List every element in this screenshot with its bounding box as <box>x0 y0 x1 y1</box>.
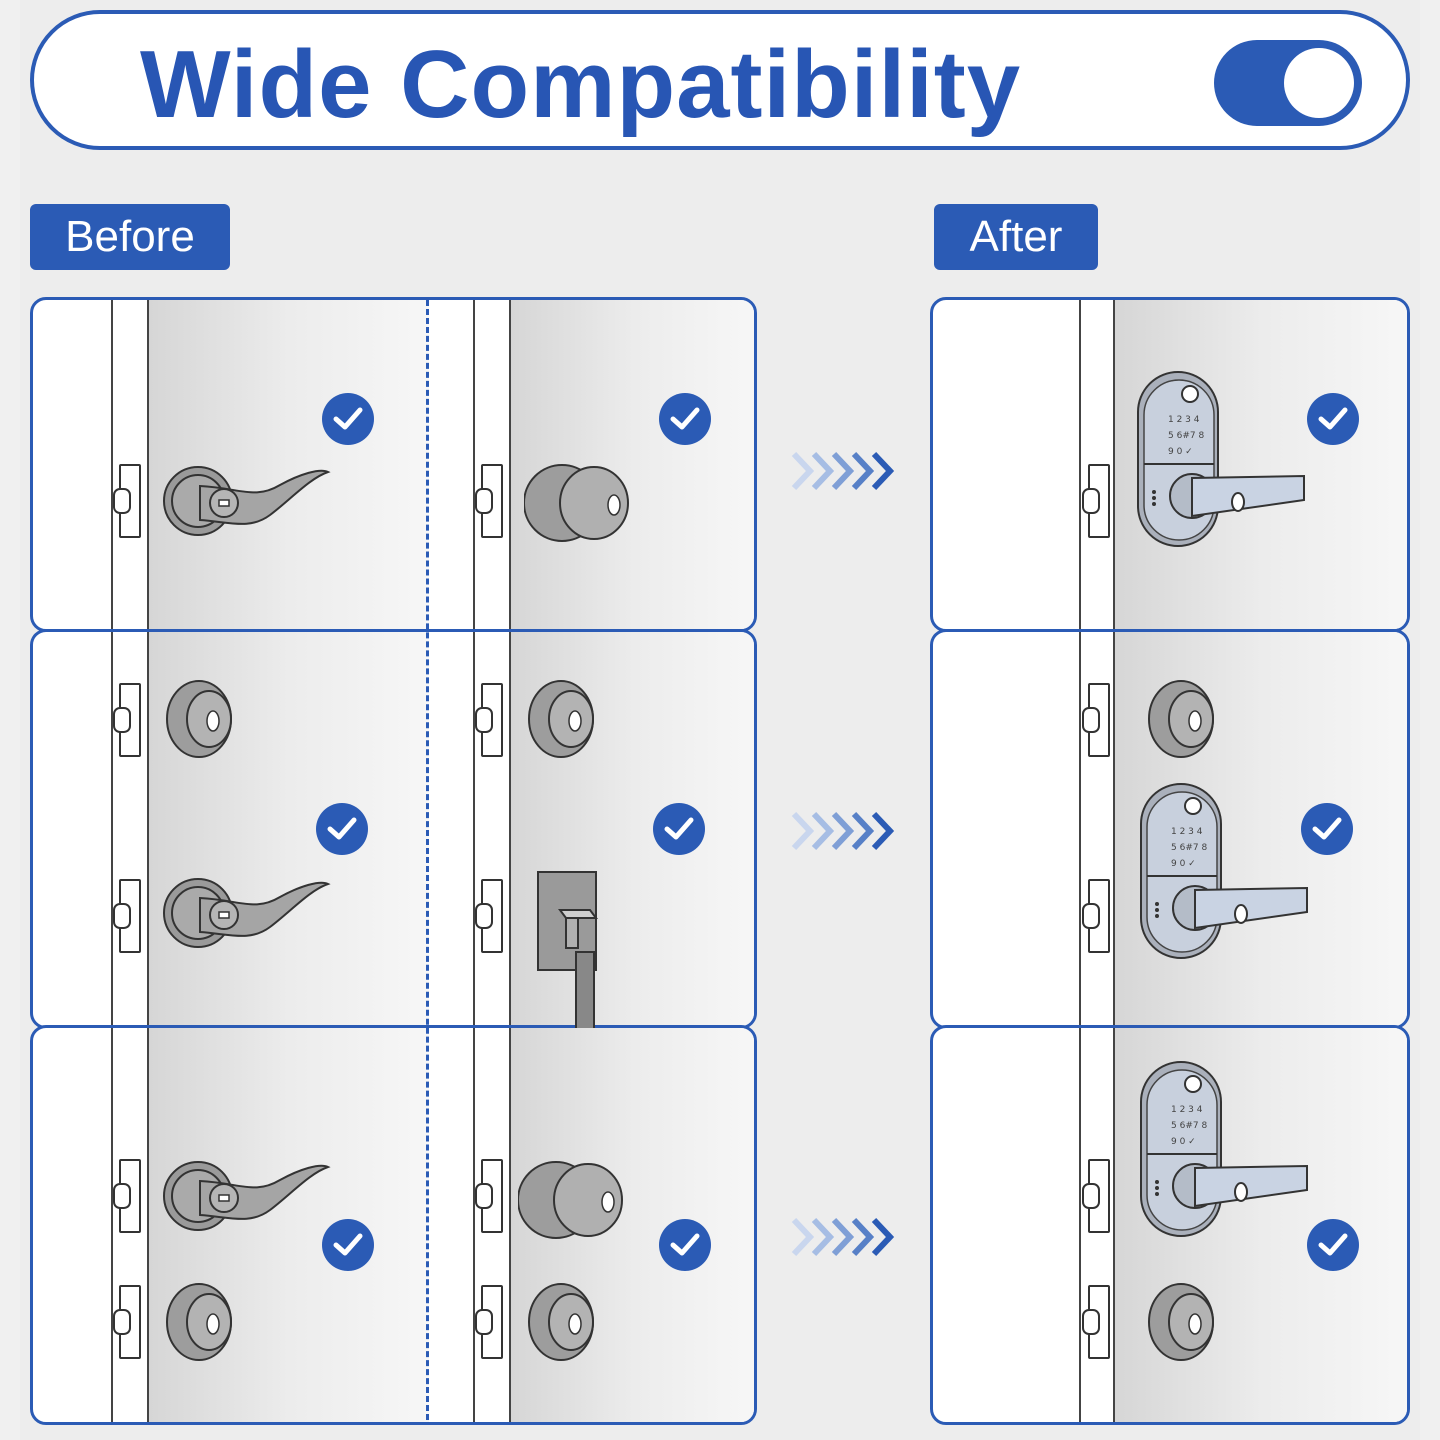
svg-text:9 0 ✓: 9 0 ✓ <box>1168 447 1193 457</box>
chevrons-right-icon <box>791 451 895 491</box>
toggle-switch-icon <box>1214 40 1362 126</box>
before-panel-row-1 <box>30 297 757 632</box>
toggle-knob <box>1284 48 1354 118</box>
door-face <box>511 300 754 629</box>
strike-plate-icon <box>475 683 503 757</box>
svg-text:9 0 ✓: 9 0 ✓ <box>1171 1137 1196 1147</box>
smart-lock-icon: 1 2 3 4 5 6#7 8 9 0 ✓ <box>1137 371 1305 547</box>
check-icon <box>322 1219 374 1271</box>
strike-plate-icon <box>1082 683 1110 757</box>
check-icon <box>1307 393 1359 445</box>
strike-plate-icon <box>475 879 503 953</box>
strike-plate-icon <box>113 1285 141 1359</box>
lever-handle-icon <box>163 466 331 536</box>
page-title: Wide Compatibility <box>140 31 1022 138</box>
svg-text:1 2 3 4: 1 2 3 4 <box>1171 1105 1203 1115</box>
check-icon <box>322 393 374 445</box>
title-banner: Wide Compatibility <box>30 10 1410 150</box>
strike-plate-icon <box>113 879 141 953</box>
strike-plate-icon <box>475 1159 503 1233</box>
chevrons-right-icon <box>791 1217 895 1257</box>
strike-plate-icon <box>1082 1159 1110 1233</box>
svg-text:5 6#7 8: 5 6#7 8 <box>1168 431 1204 441</box>
check-icon <box>653 803 705 855</box>
deadbolt-icon <box>1148 680 1214 758</box>
after-label: After <box>934 204 1098 270</box>
lever-handle-icon <box>163 1161 331 1231</box>
check-icon <box>659 393 711 445</box>
lever-handle-icon <box>163 878 331 948</box>
strike-plate-icon <box>113 683 141 757</box>
check-icon <box>1307 1219 1359 1271</box>
deadbolt-icon <box>1148 1283 1214 1361</box>
svg-text:9 0 ✓: 9 0 ✓ <box>1171 859 1196 869</box>
strike-plate-icon <box>1082 1285 1110 1359</box>
strike-plate-icon <box>1082 879 1110 953</box>
deadbolt-icon <box>166 680 232 758</box>
door-knob-icon <box>518 1161 623 1239</box>
svg-text:1 2 3 4: 1 2 3 4 <box>1171 827 1203 837</box>
deadbolt-icon <box>528 1283 594 1361</box>
deadbolt-icon <box>166 1283 232 1361</box>
check-icon <box>316 803 368 855</box>
svg-text:5 6#7 8: 5 6#7 8 <box>1171 1121 1207 1131</box>
strike-plate-icon <box>113 1159 141 1233</box>
door-knob-icon <box>524 464 629 542</box>
handleset-icon <box>537 871 598 1028</box>
strike-plate-icon <box>475 464 503 538</box>
dashed-divider <box>426 300 429 1420</box>
deadbolt-icon <box>528 680 594 758</box>
strike-plate-icon <box>475 1285 503 1359</box>
check-icon <box>659 1219 711 1271</box>
chevrons-right-icon <box>791 811 895 851</box>
before-label: Before <box>30 204 230 270</box>
door-face <box>149 300 429 629</box>
smart-lock-icon: 1 2 3 4 5 6#7 8 9 0 ✓ <box>1140 783 1308 959</box>
strike-plate-icon <box>113 464 141 538</box>
smart-lock-icon: 1 2 3 4 5 6#7 8 9 0 ✓ <box>1140 1061 1308 1237</box>
svg-text:5 6#7 8: 5 6#7 8 <box>1171 843 1207 853</box>
strike-plate-icon <box>1082 464 1110 538</box>
check-icon <box>1301 803 1353 855</box>
svg-text:1 2 3 4: 1 2 3 4 <box>1168 415 1200 425</box>
